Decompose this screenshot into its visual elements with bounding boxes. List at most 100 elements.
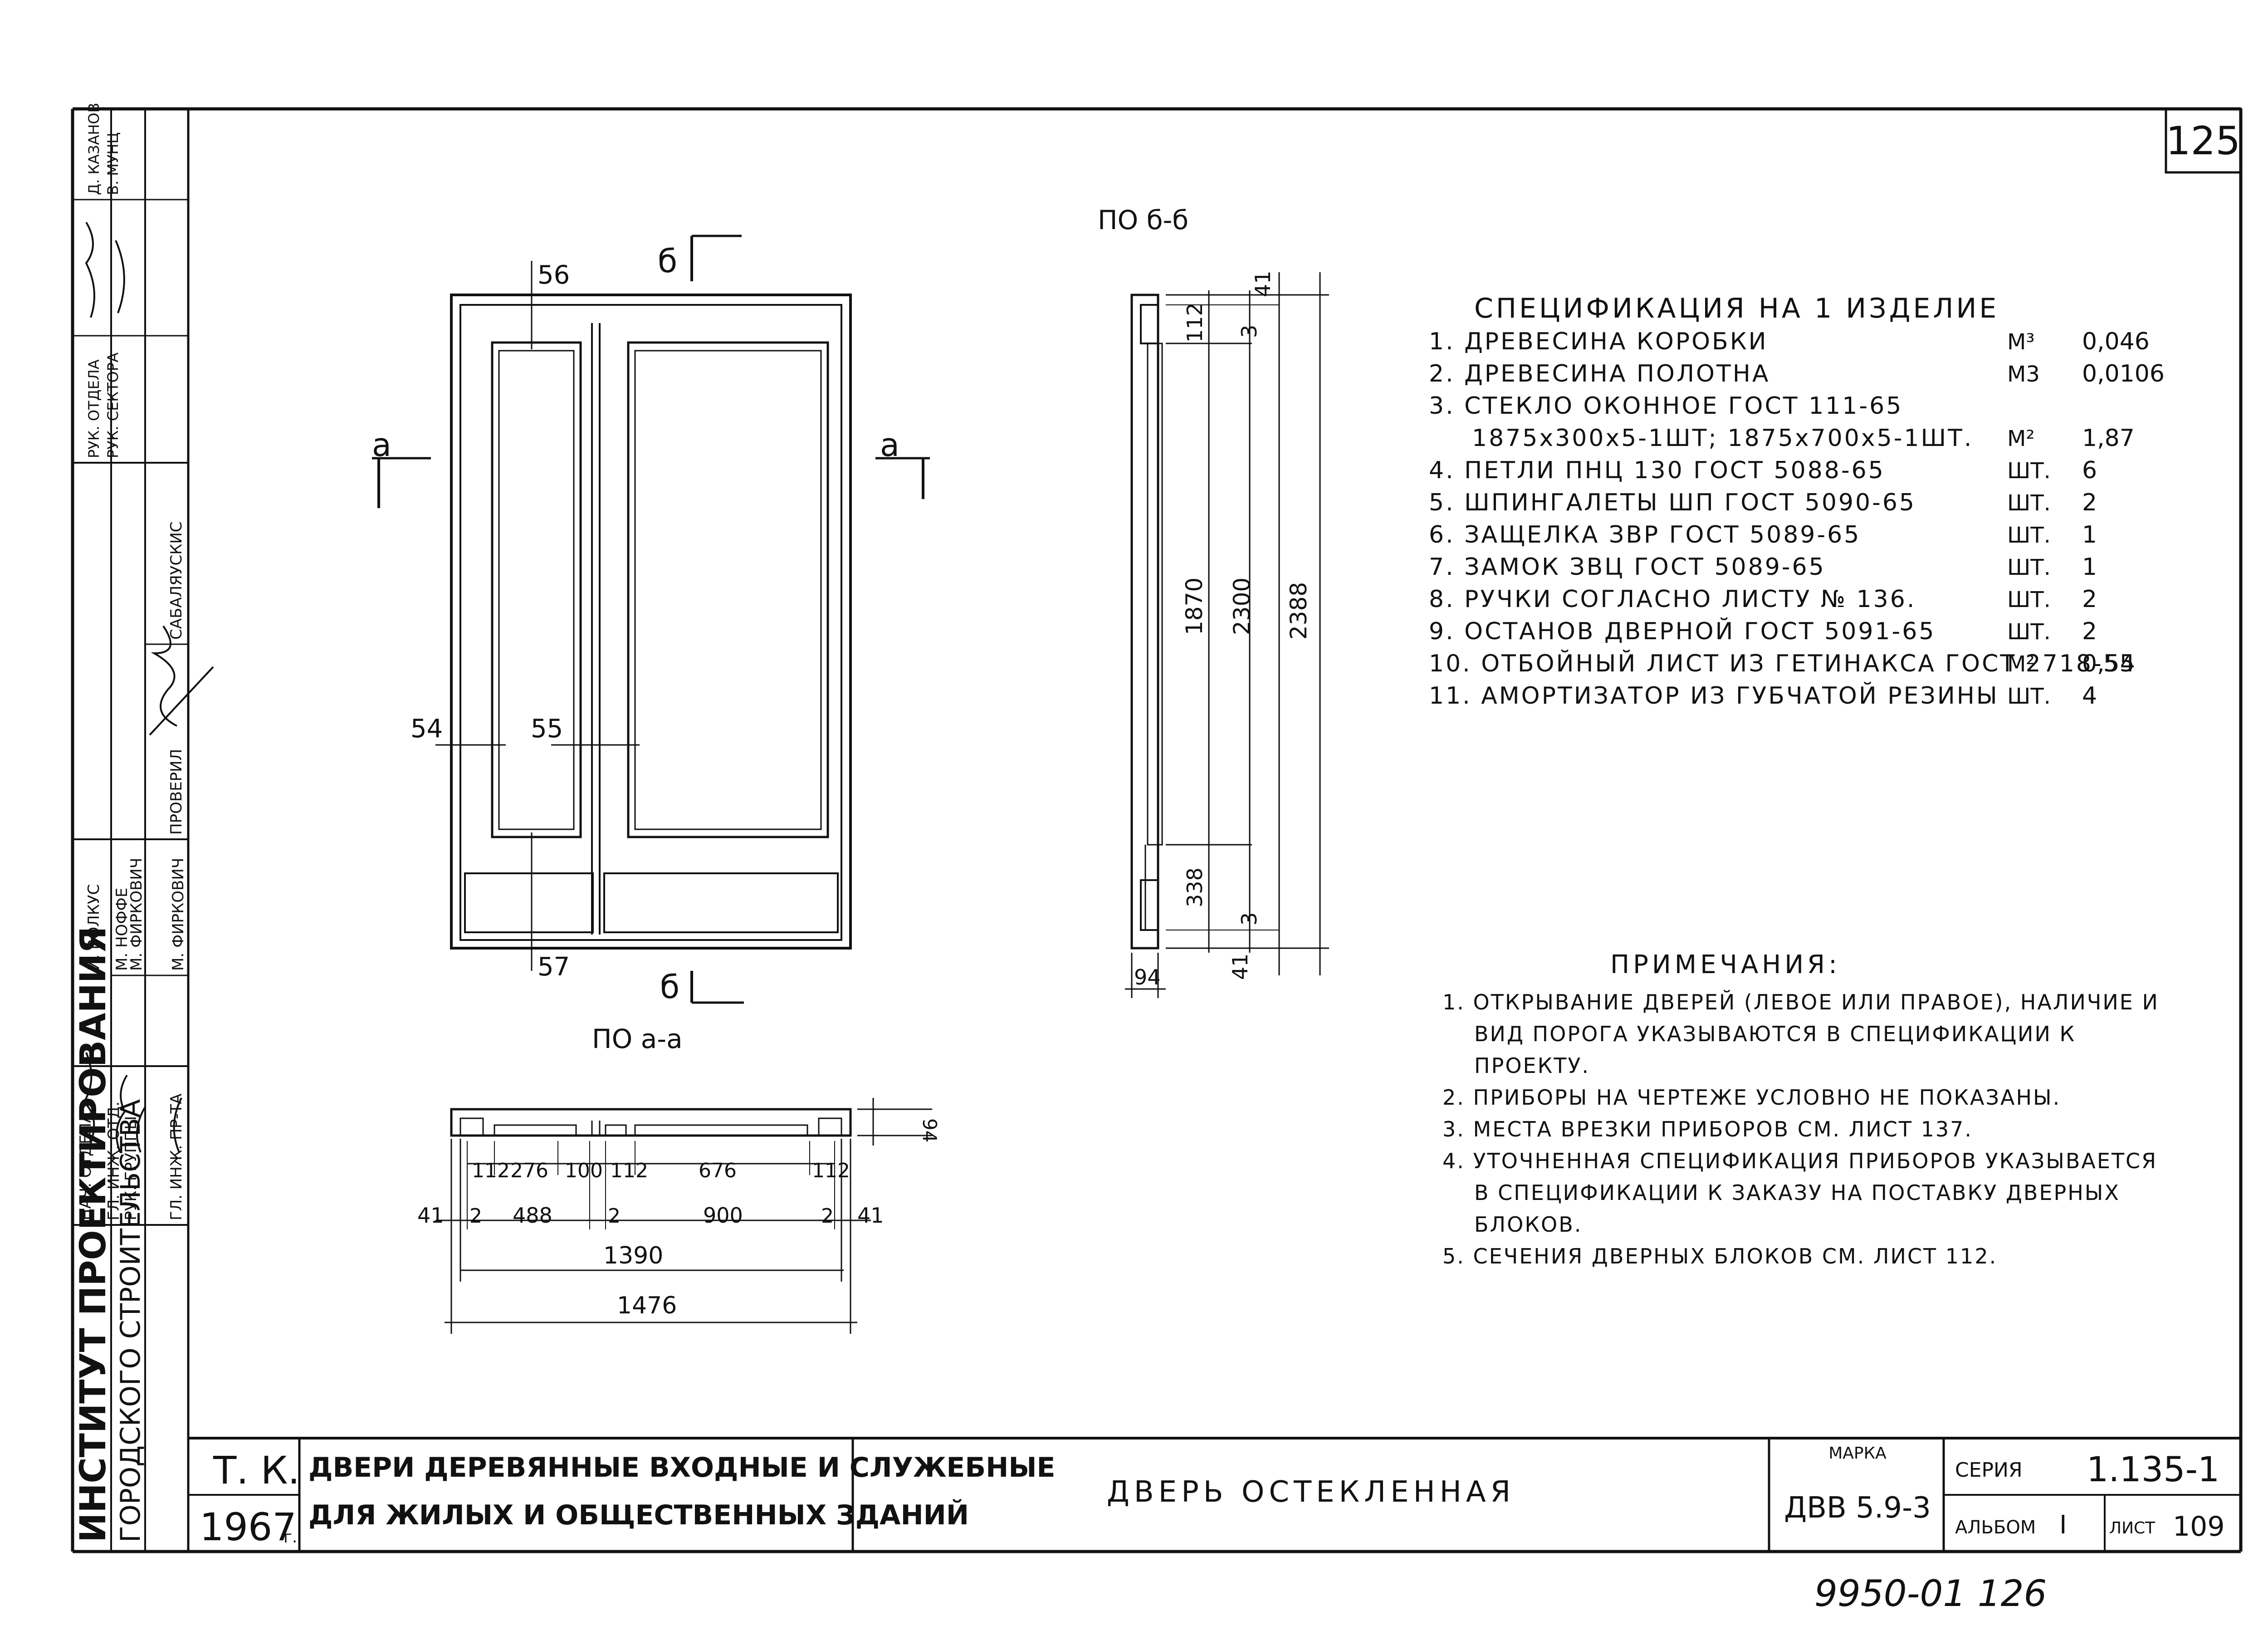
dim-112: 112 bbox=[1183, 303, 1207, 343]
spec-item-text: 8. РУЧКИ СОГЛАСНО ЛИСТУ № 136. bbox=[1429, 586, 1916, 613]
dim-41-plan-r: 41 bbox=[857, 1203, 884, 1228]
top-role-2: РУК. СЕКТОРА bbox=[104, 353, 122, 458]
dim-3-bottom: 3 bbox=[1237, 912, 1261, 925]
spec-item-text: 1875x300x5-1ШТ; 1875x700x5-1ШТ. bbox=[1472, 425, 1973, 452]
spec-item-unit: М³ bbox=[2007, 329, 2035, 355]
door-side-section bbox=[1125, 272, 1329, 998]
sheet-number: 125 bbox=[2166, 118, 2240, 164]
note-line: ВИД ПОРОГА УКАЗЫВАЮТСЯ В СПЕЦИФИКАЦИИ К bbox=[1474, 1022, 2076, 1046]
dim-2-a: 2 bbox=[469, 1204, 482, 1228]
mark-56: 56 bbox=[538, 260, 570, 290]
spec-item-qty: 0,55 bbox=[2082, 650, 2135, 677]
year: 1967 bbox=[200, 1505, 297, 1549]
cut-a-left: а bbox=[372, 426, 391, 464]
spec-item-text: 7. ЗАМОК ЗВЦ ГОСТ 5089-65 bbox=[1429, 553, 1826, 581]
drawing-title: ДВЕРЬ ОСТЕКЛЕННАЯ bbox=[1107, 1475, 1515, 1509]
top-role-1: РУК. ОТДЕЛА bbox=[85, 359, 103, 458]
mark-55: 55 bbox=[531, 714, 563, 744]
top-person-2: В. МУНЦ bbox=[104, 132, 122, 195]
spec-item-qty: 2 bbox=[2082, 489, 2097, 516]
album-value: I bbox=[2059, 1510, 2067, 1540]
sheet-frame bbox=[71, 107, 2243, 1553]
checked-label: ПРОВЕРИЛ bbox=[167, 749, 186, 835]
spec-item-unit: ШТ. bbox=[2007, 523, 2051, 548]
mark-54: 54 bbox=[411, 714, 443, 744]
mark-57: 57 bbox=[538, 952, 570, 982]
spec-item-unit: ШТ. bbox=[2007, 555, 2051, 580]
cut-b-top: б bbox=[658, 243, 677, 280]
series-label: СЕРИЯ bbox=[1955, 1459, 2023, 1482]
mark-label: МАРКА bbox=[1828, 1444, 1887, 1463]
dim-2300: 2300 bbox=[1229, 578, 1255, 635]
note-line: В СПЕЦИФИКАЦИИ К ЗАКАЗУ НА ПОСТАВКУ ДВЕР… bbox=[1474, 1180, 2120, 1205]
left-strip: ИНСТИТУТ ПРОЕКТИРОВАНИЯ ГОРОДСКОГО СТРОИ… bbox=[73, 103, 214, 1542]
spec-item-text: 9. ОСТАНОВ ДВЕРНОЙ ГОСТ 5091-65 bbox=[1429, 617, 1936, 645]
project-title-1: ДВЕРИ ДЕРЕВЯННЫЕ ВХОДНЫЕ И СЛУЖЕБНЫЕ bbox=[308, 1452, 1055, 1484]
section-bb-label: ПО б-б bbox=[1098, 205, 1188, 235]
year-suffix: г. bbox=[284, 1528, 297, 1547]
door-front-elevation bbox=[372, 235, 930, 1004]
spec-item-text: 5. ШПИНГАЛЕТЫ ШП ГОСТ 5090-65 bbox=[1429, 489, 1916, 516]
spec-item-qty: 0,0106 bbox=[2082, 360, 2165, 387]
sheet-value: 109 bbox=[2173, 1511, 2225, 1542]
spec-item-unit: М² bbox=[2007, 426, 2035, 451]
door-plan-section bbox=[435, 1098, 932, 1334]
dim-41-top: 41 bbox=[1251, 270, 1275, 297]
dim-676: 676 bbox=[699, 1159, 737, 1182]
person-3: М. ФИРКОВИЧ bbox=[127, 858, 146, 971]
dim-276: 276 bbox=[510, 1159, 548, 1182]
person-1: И. ВОЛКУС bbox=[85, 884, 103, 971]
person-2: М. НОФФЕ bbox=[113, 888, 131, 971]
dim-338: 338 bbox=[1183, 867, 1207, 907]
institute-name: ИНСТИТУТ ПРОЕКТИРОВАНИЯ bbox=[73, 926, 114, 1542]
spec-item-unit: ШТ. bbox=[2007, 587, 2051, 612]
dim-2-b: 2 bbox=[608, 1204, 621, 1228]
note-line: ПРОЕКТУ. bbox=[1474, 1053, 1590, 1078]
notes: ПРИМЕЧАНИЯ: 1. ОТКРЫВАНИЕ ДВЕРЕЙ (ЛЕВОЕ … bbox=[1442, 950, 2159, 1268]
spec-item-unit: ШТ. bbox=[2007, 490, 2051, 516]
sheet-number-box: 125 bbox=[2165, 108, 2242, 174]
sheet-label: ЛИСТ bbox=[2109, 1519, 2156, 1537]
spec-item-qty: 1 bbox=[2082, 521, 2097, 548]
dim-94: 94 bbox=[1134, 965, 1161, 989]
spec-item-qty: 1,87 bbox=[2082, 425, 2135, 452]
spec-item-unit: ШТ. bbox=[2007, 684, 2051, 709]
dim-488: 488 bbox=[513, 1203, 552, 1228]
dim-112-a: 112 bbox=[472, 1159, 510, 1182]
note-line: 1. ОТКРЫВАНИЕ ДВЕРЕЙ (ЛЕВОЕ ИЛИ ПРАВОЕ),… bbox=[1442, 990, 2159, 1014]
dim-100: 100 bbox=[565, 1159, 603, 1182]
note-line: 2. ПРИБОРЫ НА ЧЕРТЕЖЕ УСЛОВНО НЕ ПОКАЗАН… bbox=[1442, 1085, 2061, 1110]
album-label: АЛЬБОМ bbox=[1955, 1517, 2036, 1538]
spec-item-text: 2. ДРЕВЕСИНА ПОЛОТНА bbox=[1429, 360, 1770, 387]
note-line: 4. УТОЧНЕННАЯ СПЕЦИФИКАЦИЯ ПРИБОРОВ УКАЗ… bbox=[1442, 1149, 2157, 1173]
dim-1390: 1390 bbox=[603, 1242, 663, 1269]
cut-a-right: а bbox=[880, 426, 899, 464]
checked-name: САБАЛЯУСКИС bbox=[167, 521, 186, 640]
signature bbox=[85, 221, 125, 318]
cut-b-bottom: б bbox=[660, 969, 679, 1006]
dim-2-c: 2 bbox=[821, 1204, 834, 1228]
spec-item-text: 10. ОТБОЙНЫЙ ЛИСТ ИЗ ГЕТИНАКСА ГОСТ 2718… bbox=[1429, 650, 2137, 677]
role-1: НАЧ. ОТДЕЛА bbox=[77, 1112, 95, 1220]
dim-112-c: 112 bbox=[812, 1159, 850, 1182]
notes-title: ПРИМЕЧАНИЯ: bbox=[1610, 950, 1841, 979]
spec-item-unit: М² bbox=[2007, 651, 2035, 677]
person-4: М. ФИРКОВИЧ bbox=[169, 858, 187, 971]
institute-name-2: ГОРОДСКОГО СТРОИТЕЛЬСТВА bbox=[115, 1099, 147, 1542]
specification: СПЕЦИФИКАЦИЯ НА 1 ИЗДЕЛИЕ 1. ДРЕВЕСИНА К… bbox=[1429, 293, 2165, 710]
spec-item-qty: 2 bbox=[2082, 586, 2097, 613]
spec-item-text: 6. ЗАЩЕЛКА ЗВР ГОСТ 5089-65 bbox=[1429, 521, 1861, 548]
dim-1476: 1476 bbox=[617, 1292, 677, 1319]
spec-item-qty: 2 bbox=[2082, 618, 2097, 645]
role-4: ГЛ. ИНЖ. ПР-ТА bbox=[167, 1093, 186, 1220]
signature bbox=[83, 1052, 182, 1153]
dim-112-b: 112 bbox=[610, 1159, 648, 1182]
spec-item-unit: М3 bbox=[2007, 362, 2040, 387]
dim-1870: 1870 bbox=[1181, 578, 1207, 635]
dim-900: 900 bbox=[703, 1203, 743, 1228]
dim-3-top: 3 bbox=[1237, 325, 1261, 338]
note-line: 3. МЕСТА ВРЕЗКИ ПРИБОРОВ СМ. ЛИСТ 137. bbox=[1442, 1117, 1973, 1141]
note-line: БЛОКОВ. bbox=[1474, 1212, 1582, 1237]
dim-2388: 2388 bbox=[1286, 582, 1312, 640]
